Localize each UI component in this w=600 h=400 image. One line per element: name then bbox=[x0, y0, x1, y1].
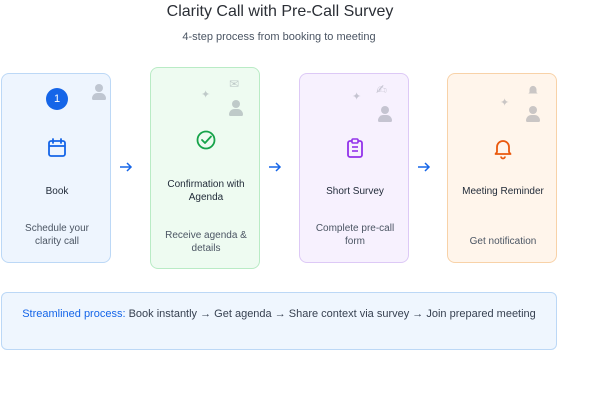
arrow-right-icon bbox=[269, 162, 282, 172]
check-circle-icon bbox=[196, 130, 216, 150]
step-card-survey: ✦ ✍ Short Survey Complete pre-call form bbox=[299, 73, 409, 263]
user-icon bbox=[526, 106, 540, 122]
clipboard-icon bbox=[347, 138, 363, 158]
user-icon bbox=[229, 100, 243, 116]
step-description: Receive agenda & details bbox=[165, 230, 247, 254]
writing-hand-icon: ✍ bbox=[376, 82, 387, 97]
diagram-title: Clarity Call with Pre-Call Survey bbox=[166, 3, 394, 20]
bell-icon bbox=[494, 140, 512, 160]
step-label: Short Survey bbox=[326, 186, 384, 197]
sparkle-icon: ✦ bbox=[500, 97, 510, 109]
step-description: Complete pre-call form bbox=[315, 223, 395, 247]
step-card-book: 1 Book Schedule your clarity call bbox=[1, 73, 111, 263]
arrow-right-icon bbox=[418, 162, 431, 172]
step-label: Book bbox=[45, 186, 69, 197]
step-card-confirmation: ✦ ✉ Confirmation with Agenda Receive age… bbox=[150, 67, 260, 269]
banner-highlight: Streamlined process: bbox=[22, 308, 126, 320]
step-label: Meeting Reminder bbox=[462, 186, 544, 197]
user-icon bbox=[378, 106, 392, 122]
diagram-subtitle: 4-step process from booking to meeting bbox=[182, 31, 376, 43]
arrow-right-icon bbox=[120, 162, 133, 172]
step-description: Get notification bbox=[469, 236, 537, 247]
banner-text: Book instantly → Get agenda → Share cont… bbox=[128, 308, 536, 320]
summary-banner: Streamlined process: Book instantly → Ge… bbox=[1, 292, 557, 350]
step-description: Schedule your clarity call bbox=[25, 223, 89, 247]
email-icon: ✉ bbox=[229, 77, 240, 91]
sparkle-icon: ✦ bbox=[352, 91, 362, 103]
user-icon bbox=[92, 84, 106, 100]
calendar-icon bbox=[48, 138, 66, 157]
sparkle-icon: ✦ bbox=[201, 89, 211, 101]
step-label: Confirmation with Agenda bbox=[167, 179, 245, 203]
step-number-badge: 1 bbox=[46, 88, 68, 110]
bell-icon bbox=[528, 85, 538, 94]
step-card-reminder: ✦ Meeting Reminder Get notification bbox=[447, 73, 557, 263]
